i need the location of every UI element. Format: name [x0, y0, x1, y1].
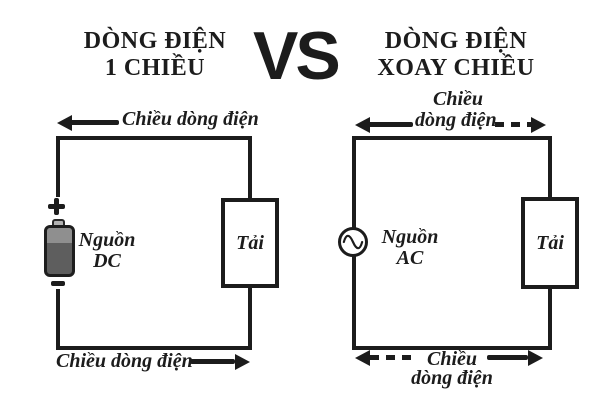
minus-terminal-icon — [51, 281, 65, 286]
battery-top-section — [47, 228, 72, 243]
dc-right-wire-upper — [248, 136, 252, 202]
dc-bottom-arrow-shaft — [190, 359, 235, 364]
dc-top-current-label: Chiều dòng điện — [122, 108, 259, 130]
dc-title-line2: 1 CHIỀU — [104, 55, 206, 81]
ac-bottom-wire — [352, 346, 552, 350]
dc-left-wire-upper — [56, 136, 60, 197]
dc-source-name-line1: Nguồn — [78, 229, 136, 251]
ac-title-line2: XOAY CHIỀU — [377, 55, 535, 81]
ac-top-arrow-right-icon — [531, 117, 546, 133]
ac-load-label: Tải — [536, 231, 564, 254]
dc-title: DÒNG ĐIỆN 1 CHIỀU — [57, 28, 253, 82]
dc-bottom-current-label: Chiều dòng điện — [56, 350, 193, 372]
sine-wave-icon — [342, 234, 364, 250]
ac-load-box: Tải — [521, 197, 579, 289]
dc-load-box: Tải — [221, 198, 279, 288]
ac-bottom-arrow-left-icon — [355, 350, 370, 366]
plus-terminal-icon — [48, 198, 65, 215]
dc-bottom-arrow-right-icon — [235, 354, 250, 370]
dc-top-arrow-shaft — [70, 120, 119, 125]
ac-source-label: Nguồn AC — [377, 227, 443, 269]
ac-bottom-current-label-line1: Chiều — [426, 348, 478, 370]
ac-top-arrow-solid-shaft — [368, 122, 413, 127]
ac-top-current-label-line1: Chiều — [432, 88, 484, 110]
ac-title: DÒNG ĐIỆN XOAY CHIỀU — [360, 28, 552, 82]
ac-top-arrow-left-icon — [355, 117, 370, 133]
ac-left-wire-upper — [352, 136, 356, 229]
ac-source-name-line2: AC — [396, 247, 424, 269]
battery-body — [44, 225, 75, 277]
ac-bottom-current-label-line2: dòng điện — [411, 367, 493, 389]
ac-source-name-line1: Nguồn — [381, 226, 439, 248]
dc-source-label: Nguồn DC — [74, 230, 140, 272]
plus-terminal-bar-v — [54, 198, 59, 215]
battery-icon — [44, 219, 75, 277]
ac-right-wire-lower — [548, 287, 552, 350]
ac-top-wire — [352, 136, 552, 140]
dc-bottom-wire — [56, 346, 252, 350]
dc-top-wire — [56, 136, 252, 140]
ac-bottom-arrow-dashed-shaft — [370, 355, 414, 360]
dc-left-wire-lower — [56, 289, 60, 350]
dc-load-label: Tải — [236, 231, 264, 254]
ac-source-icon — [338, 227, 368, 257]
ac-left-wire-lower — [352, 255, 356, 350]
vs-label: VS — [253, 18, 341, 94]
ac-bottom-arrow-right-icon — [528, 350, 543, 366]
ac-top-current-label-line2: dòng điện — [415, 109, 497, 131]
ac-title-line1: DÒNG ĐIỆN — [384, 28, 528, 54]
dc-title-line1: DÒNG ĐIỆN — [83, 28, 227, 54]
dc-right-wire-lower — [248, 284, 252, 350]
ac-right-wire-upper — [548, 136, 552, 201]
dc-source-name-line2: DC — [93, 250, 121, 272]
ac-top-arrow-dashed-shaft — [495, 122, 531, 127]
dc-top-arrow-left-icon — [57, 115, 72, 131]
ac-bottom-arrow-solid-shaft — [487, 355, 528, 360]
